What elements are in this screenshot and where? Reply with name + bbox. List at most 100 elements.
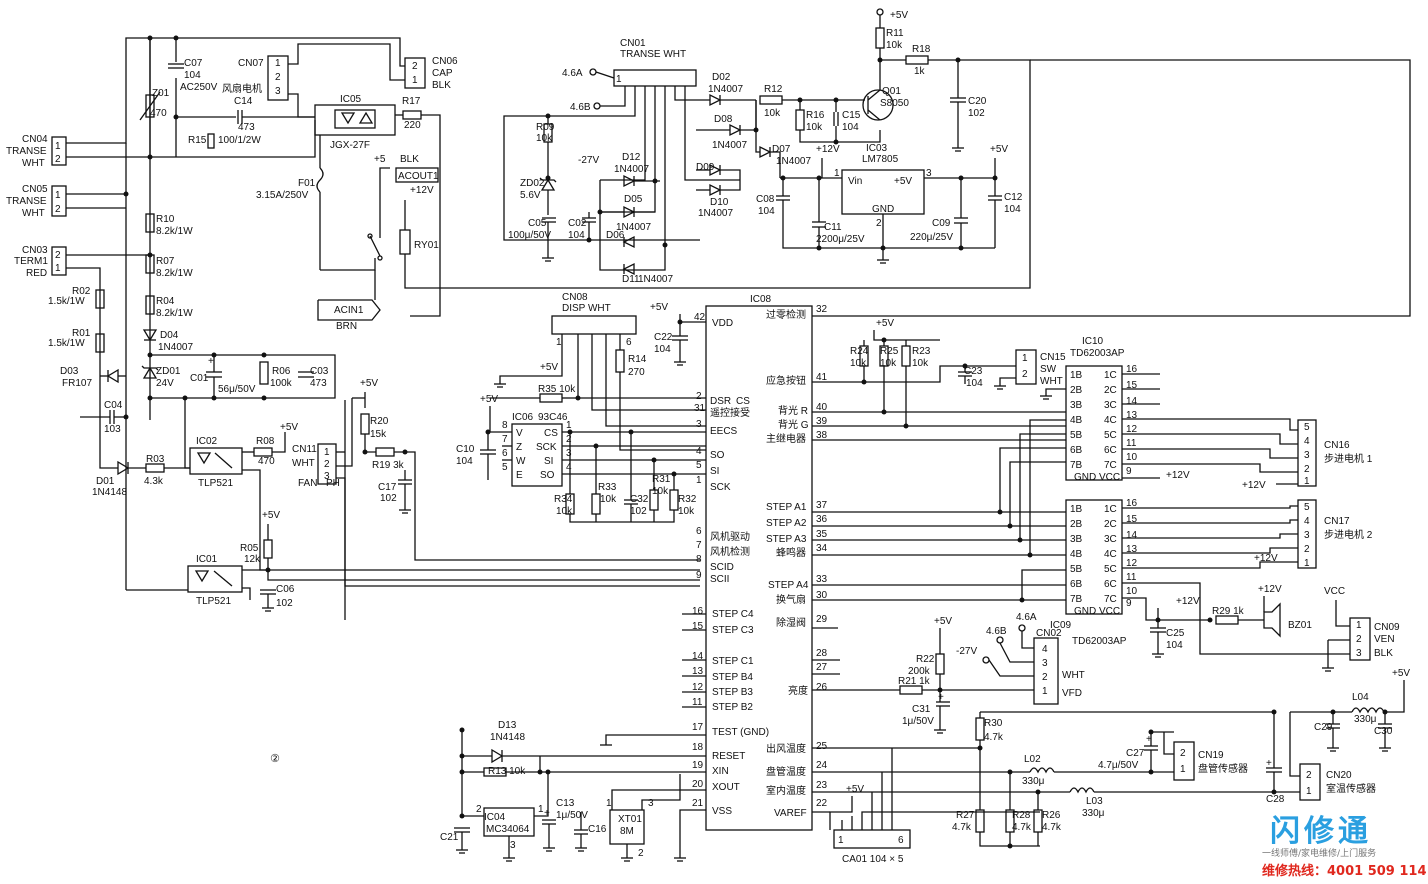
- svg-text:+: +: [544, 808, 550, 819]
- label-c27-v: 4.7μ/50V: [1098, 760, 1139, 771]
- label-p5v: +5V: [650, 302, 668, 313]
- svg-text:2: 2: [55, 154, 61, 165]
- label-r29: R29 1k: [1212, 606, 1245, 617]
- label-r23: R23: [912, 346, 931, 357]
- svg-text:2: 2: [638, 848, 644, 859]
- label-p12v: +12V: [816, 144, 840, 155]
- label-fan-drive: 风机驱动: [710, 530, 750, 543]
- svg-text:12: 12: [1126, 558, 1138, 569]
- ac-input-section: 12 12 21 CN04 TRANSE WHT CN05 TRANSE WHT…: [6, 37, 1031, 765]
- acout1-label-box: [395, 167, 439, 183]
- label-p12v: +12V: [1258, 584, 1282, 595]
- svg-text:1: 1: [275, 58, 281, 69]
- label-l03: L03: [1086, 796, 1103, 807]
- label-bz01: BZ01: [1288, 620, 1312, 631]
- label-n4007: 1N4007: [712, 140, 747, 151]
- label-c02-v: 104: [568, 230, 585, 241]
- ic05-optotriac: [314, 104, 396, 136]
- label-cn09: CN09: [1374, 622, 1400, 633]
- label-p12v: +12V: [1254, 553, 1278, 564]
- label-cn08-p: DISP WHT: [562, 303, 611, 314]
- label-zd02: ZD02: [520, 178, 545, 189]
- label-r16: R16: [806, 110, 825, 121]
- svg-text:7B: 7B: [1070, 460, 1083, 471]
- brand-name: 闪修通: [1270, 814, 1372, 849]
- label-xt01: XT01: [618, 814, 642, 825]
- svg-text:6C: 6C: [1104, 445, 1117, 456]
- label-c30: C30: [1374, 726, 1393, 737]
- label-n4007: 1N4007: [776, 156, 811, 167]
- label-c09: C09: [932, 218, 951, 229]
- label-c22: C22: [654, 332, 673, 343]
- svg-text:14: 14: [1126, 396, 1138, 407]
- label-r01-v: 1.5k/1W: [48, 338, 85, 349]
- svg-text:1: 1: [324, 447, 330, 458]
- label-c05: C05: [528, 218, 547, 229]
- label-r15: R15: [188, 135, 207, 146]
- label-dsr: DSR: [710, 396, 731, 407]
- label-r11-v: 10k: [886, 40, 903, 51]
- label-xt01-v: 8M: [620, 826, 634, 837]
- label-c27: C27: [1126, 748, 1145, 759]
- svg-text:2B: 2B: [1070, 519, 1083, 530]
- label-cn16-p: 步进电机 1: [1324, 452, 1373, 465]
- label-v46b: 4.6B: [986, 626, 1007, 637]
- label-f01: F01: [298, 178, 316, 189]
- label-c08-v: 104: [758, 206, 775, 217]
- label-cs: CS: [544, 428, 558, 439]
- svg-text:3: 3: [1356, 648, 1362, 659]
- svg-text:8: 8: [696, 554, 702, 565]
- label-p5v: +5V: [990, 144, 1008, 155]
- label-si: SI: [544, 456, 553, 467]
- label-r09-v: 10k: [536, 133, 553, 144]
- label-k10: 10k: [652, 486, 669, 497]
- svg-text:4: 4: [696, 446, 702, 457]
- label-c17: C17: [378, 482, 397, 493]
- label-r09: R09: [536, 122, 555, 133]
- label-cn11: CN11: [292, 444, 317, 455]
- label-c16: C16: [588, 824, 607, 835]
- label-l02-v: 330μ: [1022, 776, 1045, 787]
- label-ic01-p: TLP521: [196, 596, 231, 607]
- label-d04: D04: [160, 330, 179, 341]
- svg-text:4B: 4B: [1070, 415, 1083, 426]
- label-vss: VSS: [712, 806, 732, 817]
- label-r17-v: 220: [404, 120, 421, 131]
- label-r15-v: 100/1/2W: [218, 135, 261, 146]
- svg-text:3: 3: [275, 86, 281, 97]
- label-r20-v: 15k: [370, 429, 387, 440]
- svg-text:28: 28: [816, 648, 828, 659]
- label-sck: SCK: [536, 442, 557, 453]
- ic10-driver: [1065, 365, 1123, 481]
- svg-text:Z: Z: [516, 442, 522, 453]
- label-emerg: 应急按钮: [766, 374, 806, 387]
- label-k10: 10k: [850, 358, 867, 369]
- svg-text:11: 11: [1126, 572, 1137, 583]
- cn16-connector: [1297, 419, 1317, 487]
- svg-text:3: 3: [648, 798, 654, 809]
- svg-text:4: 4: [566, 462, 572, 473]
- cn03-connector: [51, 246, 67, 276]
- label-f01-v: 3.15A/250V: [256, 190, 309, 201]
- label-r01: R01: [72, 328, 91, 339]
- label-r12-v: 10k: [764, 108, 781, 119]
- svg-text:+: +: [938, 692, 944, 703]
- label-c03: C03: [310, 366, 329, 377]
- label-c29: C29: [1314, 722, 1333, 733]
- label-gnd: GND: [872, 204, 894, 215]
- label-c08: C08: [756, 194, 775, 205]
- svg-text:36: 36: [816, 514, 828, 525]
- label-cn01: CN01: [620, 38, 646, 49]
- svg-text:2: 2: [324, 459, 330, 470]
- svg-text:4C: 4C: [1104, 415, 1117, 426]
- label-acout1: ACOUT1: [398, 171, 439, 182]
- label-k10: 10k: [556, 506, 573, 517]
- svg-text:13: 13: [1126, 544, 1138, 555]
- label-c15: C15: [842, 110, 861, 121]
- label-v46b: 4.6B: [570, 102, 591, 113]
- label-r28: R28: [1012, 810, 1031, 821]
- label-c14-v: 473: [238, 122, 255, 133]
- label-r19: R19 3k: [372, 460, 405, 471]
- label-sta2: STEP A2: [766, 518, 807, 529]
